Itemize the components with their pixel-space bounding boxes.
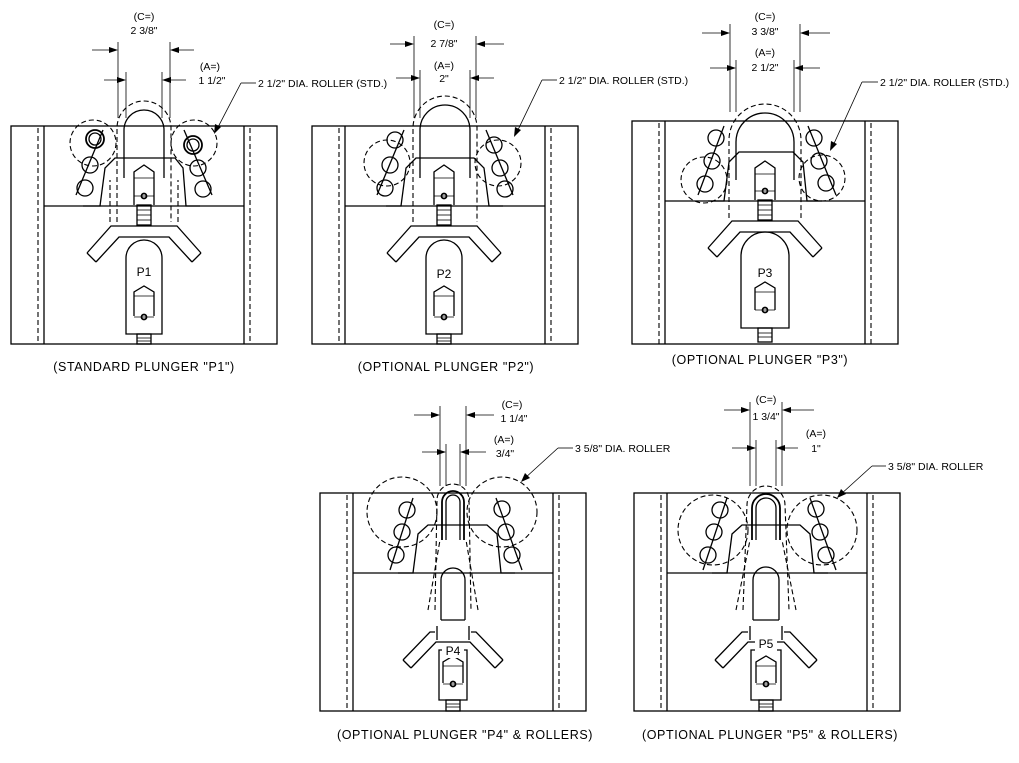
view-p1: P1 (C=) 2 3/8" (A=) 1 1/2" 2 1/2" DIA. R…: [10, 11, 387, 374]
lower-plunger-p4: [438, 649, 468, 712]
cam-guide-p4: [402, 625, 504, 669]
c-value-p3: 3 3/8": [751, 26, 778, 38]
dimension-a-p3: [710, 60, 820, 112]
roller-note-p3: 2 1/2" DIA. ROLLER (STD.): [880, 77, 1009, 89]
c-value-p5: 1 3/4": [752, 411, 779, 423]
upper-plunger-p3: [728, 103, 802, 221]
caption-p4: (OPTIONAL PLUNGER "P4" & ROLLERS): [337, 728, 593, 742]
frame-p4: [319, 492, 587, 712]
c-value-p1: 2 3/8": [130, 25, 157, 37]
plunger-label-p4: P4: [446, 644, 461, 658]
a-value-p2: 2": [439, 73, 449, 85]
a-label-p1: (A=): [200, 61, 220, 73]
left-rollers-p4: [366, 476, 438, 564]
a-label-p4: (A=): [494, 434, 514, 446]
plunger-label-p1: P1: [137, 265, 152, 279]
right-rollers-p3: [798, 129, 846, 202]
cam-guide-p3: [707, 220, 823, 258]
a-label-p2: (A=): [434, 60, 454, 72]
a-value-p3: 2 1/2": [751, 62, 778, 74]
c-value-p4: 1 1/4": [500, 413, 527, 425]
c-label-p3: (C=): [755, 11, 776, 23]
roller-note-p5: 3 5/8" DIA. ROLLER: [888, 461, 984, 473]
side-plate-p3: [697, 125, 837, 202]
lower-plunger-p1: [125, 239, 163, 345]
cam-guide-p2: [386, 225, 502, 263]
a-value-p4: 3/4": [496, 448, 515, 460]
side-plate-p4: [389, 497, 523, 574]
a-label-p3: (A=): [755, 47, 775, 59]
view-p3: P3 (C=) 3 3/8" (A=) 2 1/2" 2 1/2" DIA. R…: [631, 11, 1009, 367]
view-p2: P2 (C=) 2 7/8" (A=) 2" 2 1/2" DIA. ROLLE…: [311, 19, 688, 374]
side-plate-p1: [75, 129, 213, 207]
left-rollers-p1: [69, 119, 117, 197]
a-value-p1: 1 1/2": [198, 75, 225, 87]
roller-note-p1: 2 1/2" DIA. ROLLER (STD.): [258, 78, 387, 90]
frame-p5: [633, 492, 901, 712]
caption-p3: (OPTIONAL PLUNGER "P3"): [672, 353, 848, 367]
frame-p1: [10, 125, 278, 345]
a-label-p5: (A=): [806, 428, 826, 440]
upper-plunger-p5: [735, 485, 797, 621]
lower-plunger-p2: [425, 239, 463, 345]
lower-plunger-p3: [740, 231, 790, 343]
frame-p2: [311, 125, 579, 345]
plunger-label-p2: P2: [437, 267, 452, 281]
c-label-p4: (C=): [502, 399, 523, 411]
upper-plunger-p4: [427, 483, 479, 621]
c-label-p1: (C=): [134, 11, 155, 23]
roller-note-p2: 2 1/2" DIA. ROLLER (STD.): [559, 75, 688, 87]
left-rollers-p3: [680, 129, 728, 204]
right-rollers-p4: [466, 476, 538, 564]
left-rollers-p2: [363, 131, 411, 197]
right-rollers-p1: [170, 119, 218, 198]
a-value-p5: 1": [811, 443, 821, 455]
roller-leader-p2: [514, 79, 557, 137]
upper-plunger-p1: [109, 100, 179, 226]
dimension-a-p2: [396, 70, 494, 118]
right-rollers-p5: [786, 494, 858, 566]
view-p4: P4 (C=) 1 1/4" (A=) 3/4" 3 5/8" DIA. ROL…: [319, 399, 671, 742]
side-plate-p5: [702, 497, 837, 574]
roller-leader-p4: [521, 447, 573, 482]
lower-plunger-p5: [750, 649, 782, 712]
frame-p3: [631, 120, 899, 345]
caption-p5: (OPTIONAL PLUNGER "P5" & ROLLERS): [642, 728, 898, 742]
roller-leader-p1: [214, 82, 256, 134]
dimension-a-p4: [422, 444, 486, 486]
right-rollers-p2: [474, 136, 522, 198]
roller-leader-p5: [837, 465, 886, 498]
view-p5: P5 (C=) 1 3/4" (A=) 1" 3 5/8" DIA. ROLLE…: [633, 394, 984, 742]
c-label-p2: (C=): [434, 19, 455, 31]
dimension-a-p1: [104, 72, 186, 118]
upper-plunger-p2: [412, 95, 478, 226]
c-value-p2: 2 7/8": [430, 38, 457, 50]
roller-note-p4: 3 5/8" DIA. ROLLER: [575, 443, 671, 455]
plunger-label-p3: P3: [758, 266, 773, 280]
plunger-label-p5: P5: [759, 637, 774, 651]
left-rollers-p5: [677, 494, 749, 566]
roller-leader-p3: [830, 81, 878, 151]
dimension-a-p5: [732, 440, 798, 486]
caption-p1: (STANDARD PLUNGER "P1"): [53, 360, 235, 374]
cam-guide-p1: [86, 225, 202, 263]
dimension-c-p5: [724, 402, 814, 486]
caption-p2: (OPTIONAL PLUNGER "P2"): [358, 360, 534, 374]
dimension-c-p4: [414, 406, 494, 486]
c-label-p5: (C=): [756, 394, 777, 406]
